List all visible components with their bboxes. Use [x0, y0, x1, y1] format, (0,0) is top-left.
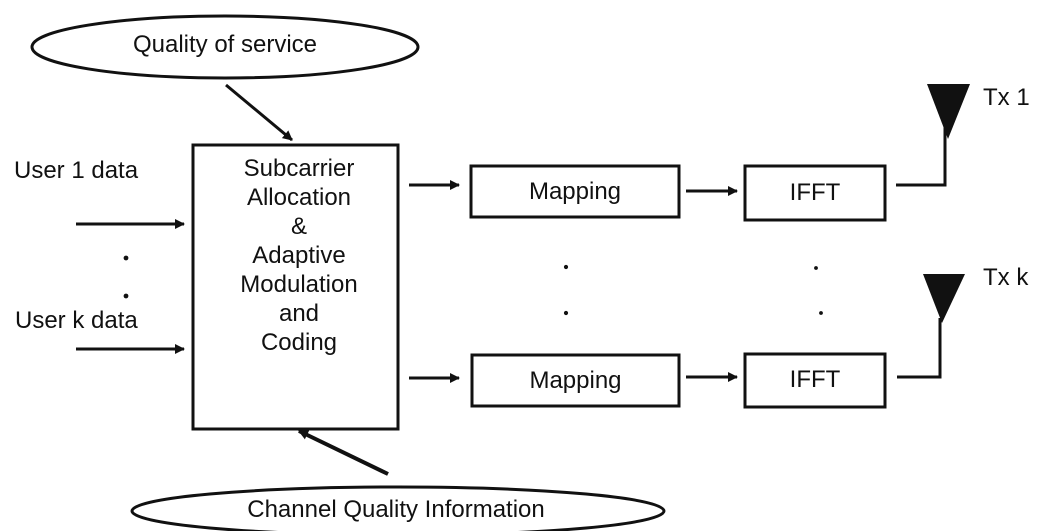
user1-label: User 1 data [14, 157, 139, 184]
user-ellipsis-dot-2 [123, 293, 129, 299]
allocation-block [191, 143, 400, 431]
allocation-line-3: & [290, 213, 307, 240]
ifft-block-k [743, 352, 887, 409]
allocation-line-1: Subcarrier [243, 155, 355, 182]
cqi-label: Channel Quality Information [247, 496, 545, 523]
userk-label: User k data [15, 307, 138, 334]
user-ellipsis-dot-1 [123, 255, 129, 261]
mapping-ellipsis-dot-2 [563, 310, 569, 316]
mapping-block-k [470, 353, 681, 408]
mapping-label-1: Mapping [528, 178, 622, 205]
qos-ellipse [30, 14, 420, 80]
cqi-arrow [298, 429, 389, 476]
mapping-ellipsis-dot-1 [563, 264, 569, 270]
antenna-1-icon [927, 84, 970, 139]
ifft-to-antenna-1-line [896, 122, 947, 187]
mapping-block-1 [469, 164, 681, 219]
ifft-block-1 [743, 164, 887, 222]
allocation-line-4: Adaptive [252, 242, 346, 269]
allocation-line-2: Allocation [246, 184, 352, 211]
cqi-ellipse [130, 485, 666, 531]
txk-label: Tx k [983, 264, 1029, 291]
tx1-label: Tx 1 [983, 84, 1030, 111]
allocation-line-5: Modulation [240, 271, 358, 298]
allocation-block-label: Subcarrier Allocation & Adaptive Modulat… [195, 154, 403, 357]
ifft-label-1: IFFT [789, 179, 841, 206]
mapping-label-k: Mapping [529, 367, 622, 394]
qos-arrow [225, 83, 293, 142]
antenna-k-icon [923, 274, 965, 323]
ifft-to-antenna-k-line [897, 318, 942, 379]
ifft-label-k: IFFT [789, 366, 841, 393]
ifft-ellipsis-dot-1 [814, 266, 818, 270]
qos-label: Quality of service [132, 31, 318, 58]
ifft-ellipsis-dot-2 [819, 311, 823, 315]
allocation-line-7: Coding [260, 329, 338, 356]
allocation-line-6: and [278, 300, 320, 327]
